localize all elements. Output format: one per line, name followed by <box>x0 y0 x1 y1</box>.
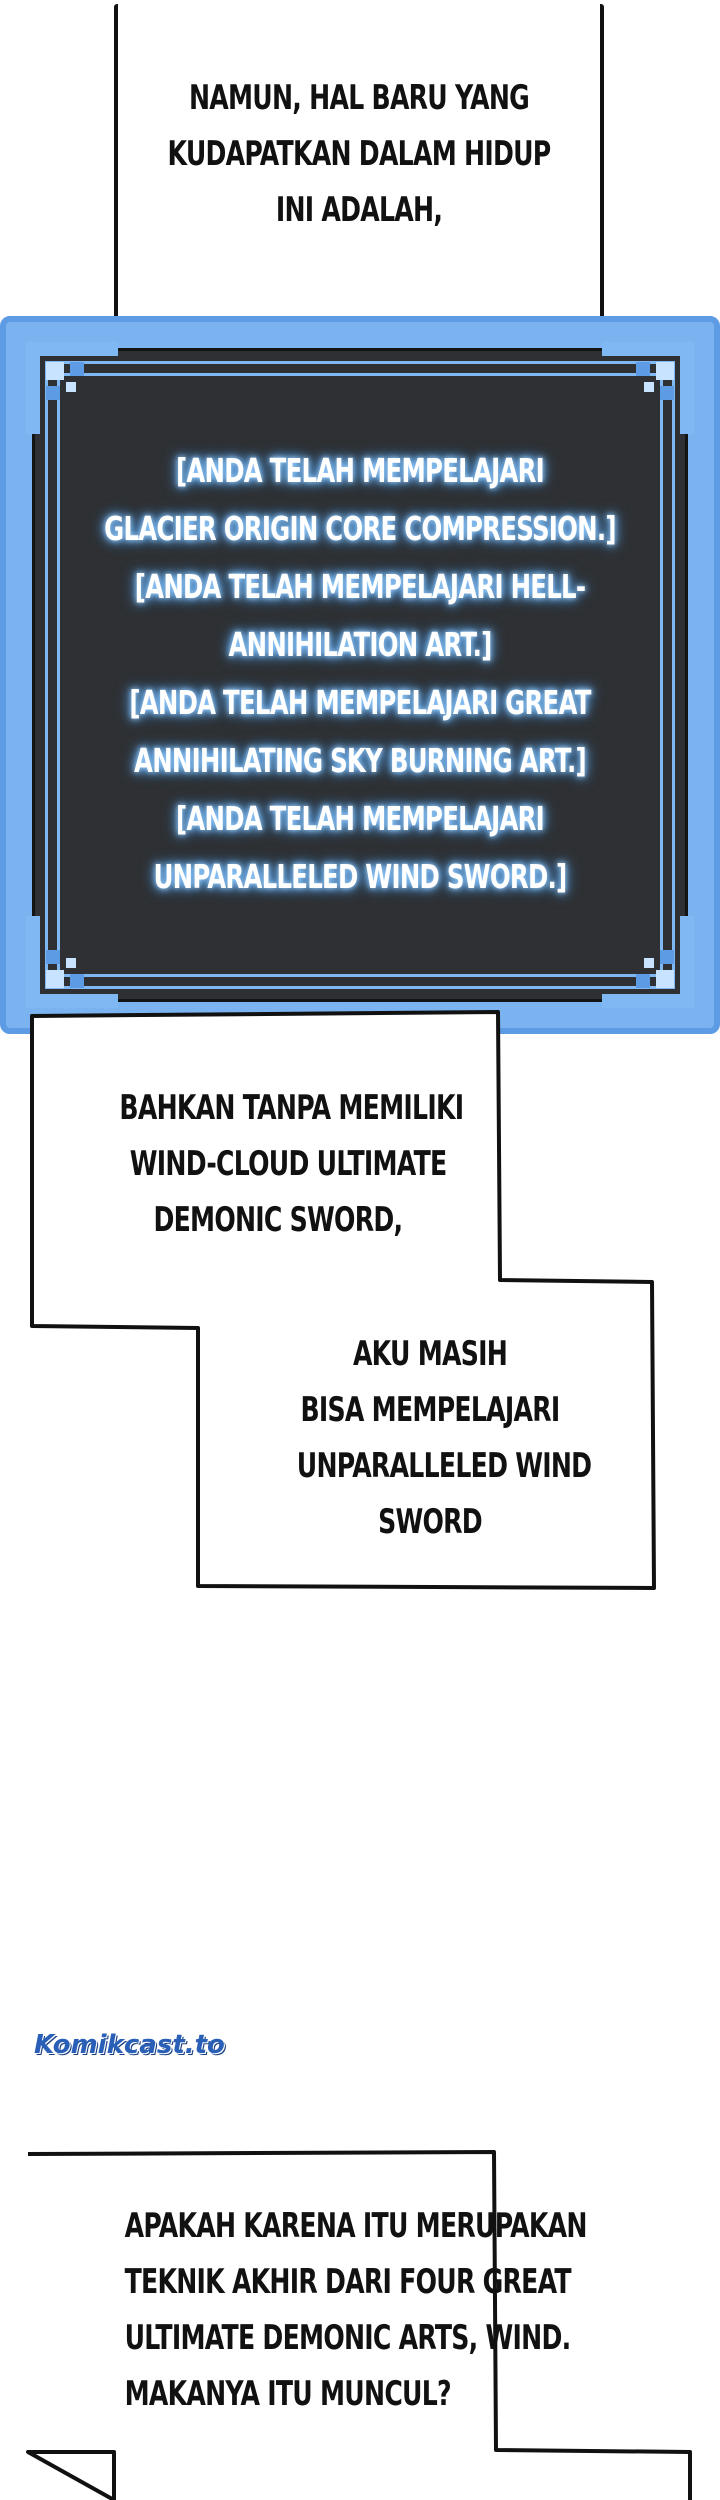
system-message-inner <box>32 348 688 1002</box>
watermark-logo: Komikcast.to <box>34 2030 225 2060</box>
caption-text-4: APAKAH KARENA ITU MERUPAKAN TEKNIK AKHIR… <box>124 2198 588 2422</box>
corner-ornament-icon <box>26 916 118 1008</box>
caption-4-line: MAKANYA ITU MUNCUL? <box>124 2374 452 2414</box>
system-message-panel <box>0 316 720 1034</box>
caption-2-line: WIND-CLOUD ULTIMATE <box>129 1144 447 1184</box>
caption-4-line: TEKNIK AKHIR DARI FOUR GREAT <box>124 2262 572 2302</box>
caption-box-1 <box>114 4 604 326</box>
caption-3-line: SWORD <box>378 1502 483 1542</box>
system-line: ANNIHILATION ART.] <box>228 625 492 664</box>
caption-3-line: AKU MASIH <box>352 1334 508 1374</box>
system-line: [ANDA TELAH MEMPELAJARI <box>175 451 545 490</box>
system-line: GLACIER ORIGIN CORE COMPRESSION.] <box>104 509 616 548</box>
system-frame-inner <box>57 373 663 977</box>
caption-1-line: INI ADALAH, <box>275 190 443 230</box>
caption-1-line: NAMUN, HAL BARU YANG <box>188 78 530 118</box>
caption-4-line: APAKAH KARENA ITU MERUPAKAN <box>124 2206 588 2246</box>
system-message-text: [ANDA TELAH MEMPELAJARI GLACIER ORIGIN C… <box>94 442 627 906</box>
caption-3-line: UNPARALLELED WIND <box>296 1446 592 1486</box>
caption-2-line: DEMONIC SWORD, <box>153 1200 403 1240</box>
caption-4-line: ULTIMATE DEMONIC ARTS, WIND. <box>124 2318 572 2358</box>
caption-text-3: AKU MASIH BISA MEMPELAJARI UNPARALLELED … <box>296 1326 592 1550</box>
system-line: [ANDA TELAH MEMPELAJARI GREAT <box>129 683 591 722</box>
corner-ornament-icon <box>602 342 694 434</box>
system-line: ANNIHILATING SKY BURNING ART.] <box>134 741 587 780</box>
corner-ornament-icon <box>26 342 118 434</box>
corner-ornament-icon <box>602 916 694 1008</box>
system-line: [ANDA TELAH MEMPELAJARI HELL- <box>134 567 586 606</box>
caption-3-line: BISA MEMPELAJARI <box>300 1390 560 1430</box>
system-frame-outer <box>45 361 675 989</box>
system-line: [ANDA TELAH MEMPELAJARI <box>175 799 545 838</box>
system-line: UNPARALLELED WIND SWORD.] <box>153 857 568 896</box>
caption-text-1: NAMUN, HAL BARU YANG KUDAPATKAN DALAM HI… <box>156 70 563 238</box>
caption-1-line: KUDAPATKAN DALAM HIDUP <box>167 134 552 174</box>
